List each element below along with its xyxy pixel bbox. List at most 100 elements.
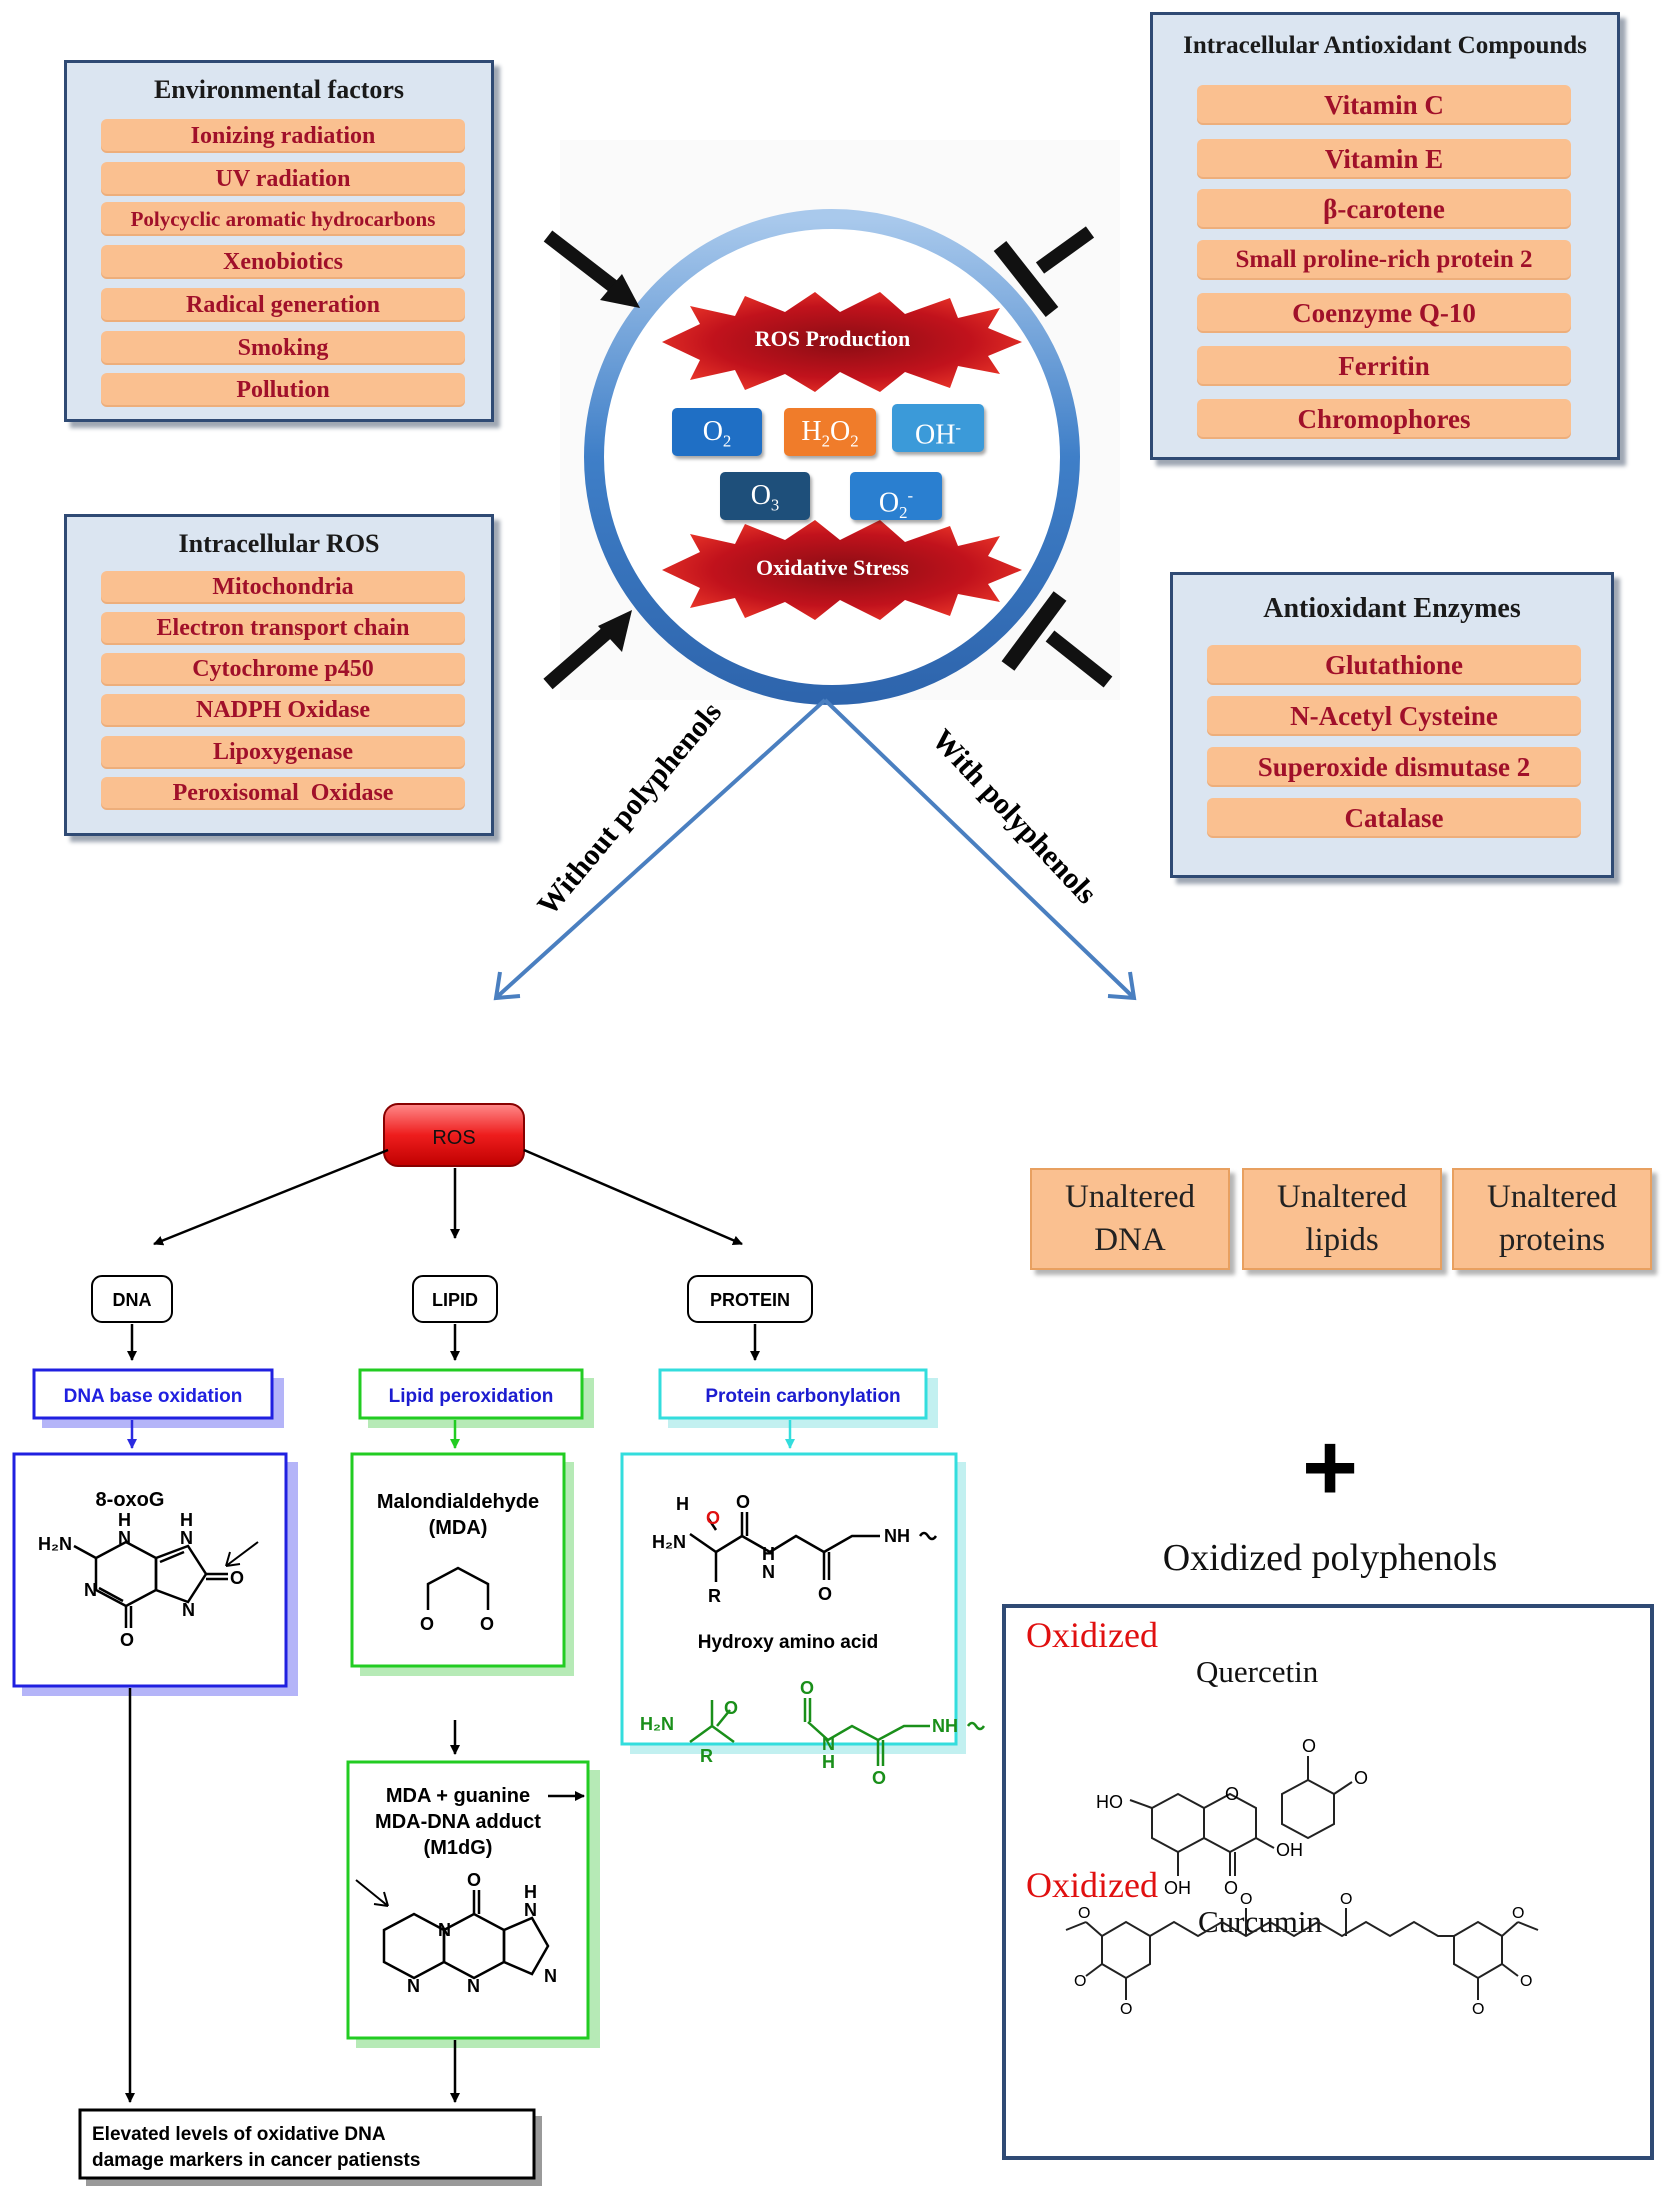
curcumin-o-left-2: O (1120, 2001, 1132, 2018)
dna-process-box (32, 1368, 274, 1420)
oxog-n-bottom: N (182, 1600, 195, 1620)
oxog-structure (73, 1540, 228, 1628)
hydroxy-o-top: O (736, 1492, 750, 1512)
oxog-h2n: H₂N (38, 1534, 72, 1554)
without-branch-arrowhead (493, 971, 521, 1001)
unaltered-dna-line2: DNA (1094, 1222, 1166, 1258)
lipid-node-label: LIPID (432, 1290, 478, 1310)
outcome-box (78, 2108, 536, 2180)
enzyme-glutathione: Glutathione (1207, 645, 1581, 685)
quercetin-o-ring: O (1225, 1784, 1239, 1804)
oxog-h-right: H (180, 1510, 193, 1530)
ros-to-dna-arrow (153, 1148, 389, 1246)
protein-node-label: PROTEIN (710, 1290, 790, 1310)
ros-arrow-head (598, 610, 632, 652)
env-item-smoking: Smoking (101, 331, 465, 365)
unaltered-proteins: Unaltered proteins (1452, 1168, 1652, 1270)
adduct-h: H (524, 1882, 537, 1902)
curcumin-o-right-methoxy: O (1512, 1905, 1524, 1922)
compound-coq10: Coenzyme Q-10 (1197, 293, 1571, 333)
adduct-n-right: N (544, 1966, 557, 1986)
env-arrow (543, 230, 623, 296)
oxidized-quercetin-prefix: Oxidized (1026, 1615, 1158, 1655)
oxog-n-right: N (180, 1528, 193, 1548)
species-h2o2: H2O2 (784, 408, 876, 456)
oxog-attack-arrow (225, 1541, 259, 1567)
quercetin-label: Quercetin (1196, 1654, 1319, 1689)
env-item-ionizing: Ionizing radiation (101, 119, 465, 153)
adduct-label-1: MDA + guanine (386, 1785, 530, 1807)
ros-arrow (543, 624, 615, 690)
mda-structure (426, 1566, 490, 1610)
ros-item-lipoxygenase: Lipoxygenase (101, 736, 465, 769)
species-o3-base: O (750, 480, 771, 511)
pathway-svg: ROS DNA LIPID PROTEIN DNA base oxidation… (12, 1103, 986, 2186)
hydroxy-n: N (762, 1562, 775, 1582)
center-diagram-svg (493, 140, 1137, 1001)
ros-production-burst (662, 292, 1022, 392)
antioxidant-compounds-title: Intracellular Antioxidant Compounds (1183, 32, 1587, 59)
dna-node (91, 1275, 173, 1323)
species-superoxide: O2- (850, 472, 942, 522)
mda-o-right: O (480, 1614, 494, 1634)
dna-process-label: DNA base oxidation (64, 1386, 243, 1407)
adduct-n-bottom-left: N (407, 1976, 420, 1996)
species-o2: O2 (672, 408, 762, 456)
oxog-n-left: N (84, 1580, 97, 1600)
species-oh-sup: - (955, 418, 962, 437)
without-branch-arrow (496, 698, 827, 998)
unaltered-dna: Unaltered DNA (1030, 1168, 1230, 1270)
ros-item-peroxisomal: Peroxisomal Oxidase (101, 777, 465, 810)
env-item-uv: UV radiation (101, 162, 465, 196)
env-arrow-head (600, 274, 640, 308)
species-o3: O3 (720, 472, 810, 520)
carbonyl-n: N (822, 1734, 835, 1754)
carbonyl-nh: NH (932, 1716, 958, 1736)
quercetin-o-right: O (1354, 1768, 1368, 1788)
unaltered-proteins-line1: Unaltered (1486, 1179, 1618, 1215)
compound-vitamin-c: Vitamin C (1197, 85, 1571, 125)
ros-node-label: ROS (432, 1127, 475, 1149)
dna-node-label: DNA (113, 1290, 152, 1310)
lipid-process-label: Lipid peroxidation (389, 1386, 554, 1407)
species-h2o2-h: H (801, 416, 822, 447)
mda-box (350, 1452, 566, 1668)
enzyme-sod2: Superoxide dismutase 2 (1207, 747, 1581, 787)
adduct-o: O (467, 1870, 481, 1890)
cell-ring (584, 209, 1080, 705)
adduct-n-top: N (524, 1900, 537, 1920)
hydroxy-nh: NH (884, 1526, 910, 1546)
hydroxy-h: H (676, 1494, 689, 1514)
antioxidant-enzymes-title: Antioxidant Enzymes (1263, 593, 1521, 624)
carbonyl-o2: O (800, 1678, 814, 1698)
ros-production-label: ROS Production (754, 326, 911, 351)
oxidized-polyphenols-box (1002, 1604, 1654, 2160)
quercetin-o-ketone: O (1224, 1878, 1238, 1898)
curcumin-label: Curcumin (1198, 1904, 1322, 1939)
hydroxy-h2n: H₂N (652, 1532, 686, 1552)
enzyme-inhibit-line (1045, 630, 1113, 688)
species-h2o2-sub1: 2 (821, 431, 830, 451)
oxog-box (12, 1452, 288, 1688)
species-superoxide-base: O (878, 487, 900, 519)
hydroxy-o: O (706, 1508, 720, 1528)
curcumin-o-left-1: O (1074, 1973, 1086, 1990)
carbonyl-o3: O (872, 1768, 886, 1788)
quercetin-structure (1129, 1756, 1353, 1876)
species-oh-base: OH (914, 419, 956, 451)
with-branch-arrowhead (1107, 971, 1137, 1001)
hydroxy-structure (689, 1512, 938, 1582)
antioxidant-compounds-panel: Intracellular Antioxidant Compounds Vita… (1150, 12, 1620, 460)
oxidized-curcumin-prefix: Oxidized (1026, 1865, 1158, 1905)
carbonyl-h2n: H₂N (640, 1714, 674, 1734)
oxog-o-right: O (230, 1568, 244, 1588)
adduct-box (346, 1760, 590, 2040)
mda-label-1: Malondialdehyde (377, 1491, 539, 1513)
hydroxy-r: R (708, 1586, 721, 1606)
hydroxy-o-bottom: O (818, 1584, 832, 1604)
compound-inhibit-bar (993, 241, 1059, 317)
compound-sprr2: Small proline-rich protein 2 (1197, 240, 1571, 280)
ros-node (383, 1103, 525, 1167)
carbonyl-r: R (700, 1746, 713, 1766)
protein-process-label: Protein carbonylation (705, 1386, 900, 1407)
